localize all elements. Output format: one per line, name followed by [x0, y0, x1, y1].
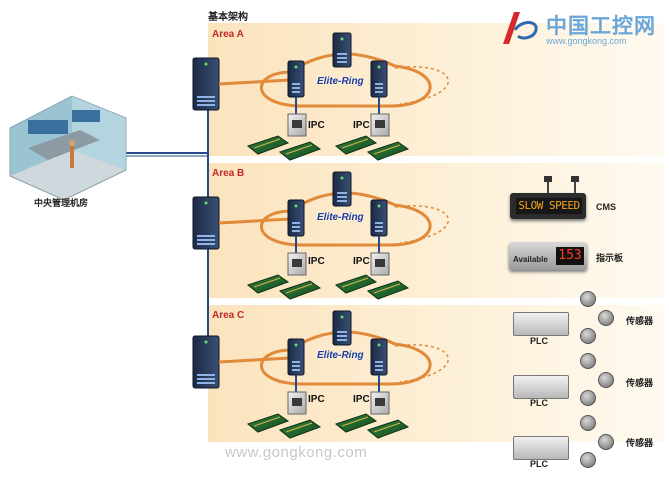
io-card-a1: [246, 135, 290, 155]
ipc-label-c2: IPC: [353, 394, 370, 405]
io-card-c3: [334, 413, 378, 433]
sensor-label: 传感器: [626, 438, 654, 448]
sensor-label: 传感器: [626, 378, 654, 388]
ipc-label-c1: IPC: [308, 394, 325, 405]
io-card-b2: [278, 280, 322, 300]
indicator-board: Available 153: [509, 242, 587, 270]
io-card-a2: [278, 141, 322, 161]
area-a-background: [208, 23, 664, 156]
logo-text: 中国工控网: [546, 15, 656, 38]
cms-label: CMS: [596, 202, 616, 212]
ipc-label-b2: IPC: [353, 256, 370, 267]
available-text: Available: [513, 255, 548, 264]
area-b-main-switch: [192, 196, 220, 250]
sensor-icon: [580, 415, 596, 431]
ipc-label-b1: IPC: [308, 256, 325, 267]
control-room-label: 中央管理机房: [34, 198, 89, 208]
control-room-illustration: [9, 95, 127, 201]
ipc-label-a1: IPC: [308, 120, 325, 131]
area-b-label: Area B: [212, 168, 245, 179]
elite-ring-label-c: Elite-Ring: [317, 350, 364, 361]
area-c-label: Area C: [212, 310, 245, 321]
io-card-b3: [334, 274, 378, 294]
available-number: 153: [556, 247, 584, 265]
cms-sign: SLOW SPEED: [510, 193, 586, 219]
sensor-icon: [580, 328, 596, 344]
area-b-background: [208, 163, 664, 298]
sensor-icon: [598, 310, 614, 326]
sensor-icon: [580, 390, 596, 406]
cms-sign-text: SLOW SPEED: [516, 198, 582, 214]
sensor-icon: [580, 452, 596, 468]
plc-label: PLC: [530, 336, 548, 346]
io-card-c1: [246, 413, 290, 433]
sensor-icon: [580, 353, 596, 369]
sensor-icon: [580, 291, 596, 307]
elite-ring-label-b: Elite-Ring: [317, 212, 364, 223]
plc-unit: [513, 436, 569, 460]
ipc-label-a2: IPC: [353, 120, 370, 131]
sensor-icon: [598, 372, 614, 388]
plc-label: PLC: [530, 398, 548, 408]
io-card-b4: [366, 280, 410, 300]
sensor-label: 传感器: [626, 316, 654, 326]
indicator-label: 指示板: [596, 253, 624, 263]
io-card-a4: [366, 141, 410, 161]
sensor-icon: [598, 434, 614, 450]
area-a-label: Area A: [212, 29, 244, 40]
footer-watermark: www.gongkong.com: [225, 444, 368, 461]
area-c-main-switch: [192, 335, 220, 389]
io-card-c4: [366, 419, 410, 439]
io-card-a3: [334, 135, 378, 155]
io-card-b1: [246, 274, 290, 294]
plc-unit: [513, 312, 569, 336]
plc-label: PLC: [530, 459, 548, 469]
plc-unit: [513, 375, 569, 399]
area-a-main-switch: [192, 57, 220, 111]
logo-url: www.gongkong.com: [546, 36, 627, 46]
diagram-title: 基本架构: [208, 12, 248, 23]
io-card-c2: [278, 419, 322, 439]
elite-ring-label-a: Elite-Ring: [317, 76, 364, 87]
